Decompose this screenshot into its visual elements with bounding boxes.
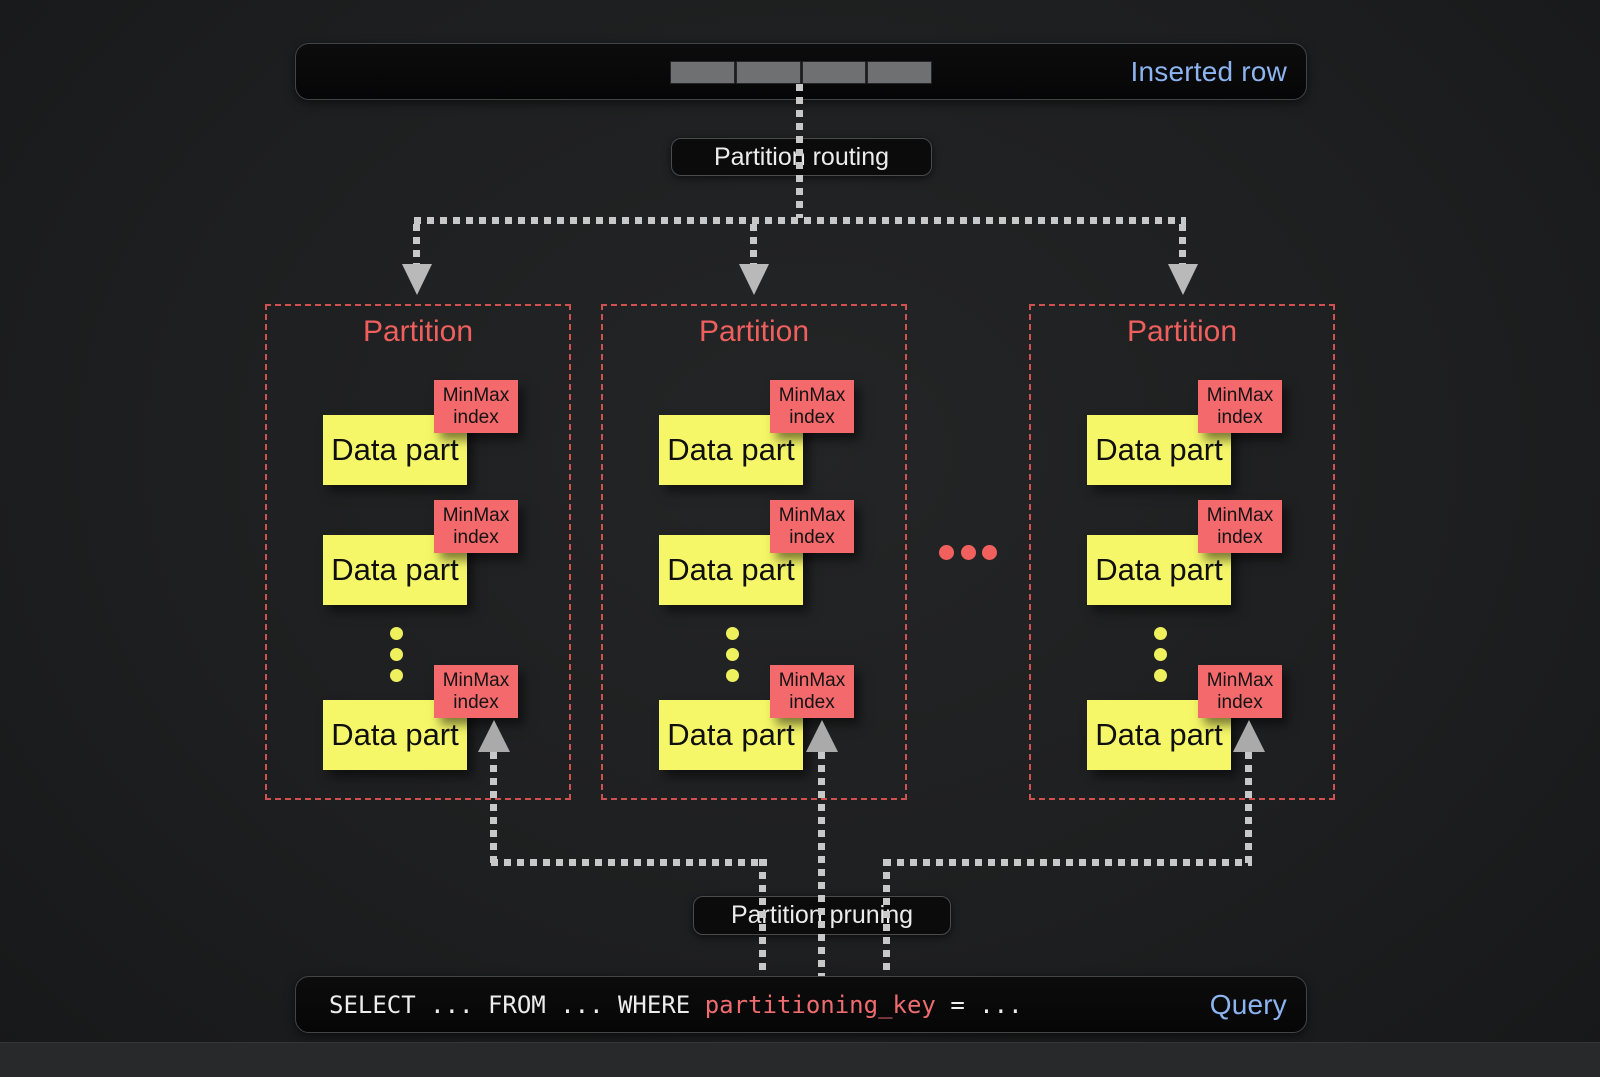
arrow-down-icon [402, 264, 432, 295]
pruning-line-left-upper [490, 752, 497, 866]
partition-title: Partition [362, 315, 474, 348]
minmax-index-box: MinMax index [1198, 665, 1282, 718]
partition-title: Partition [1126, 315, 1238, 348]
branch-stub-middle [750, 224, 757, 264]
vertical-ellipsis-dot [726, 648, 739, 661]
vertical-ellipsis-dot [390, 648, 403, 661]
horizontal-ellipsis-dot [961, 545, 976, 560]
minmax-index-box: MinMax index [770, 380, 854, 433]
arrow-up-icon [1233, 720, 1265, 752]
minmax-index-box: MinMax index [1198, 380, 1282, 433]
query-label: Query [1209, 988, 1287, 1020]
pruning-line-left-lower [759, 859, 766, 976]
minmax-index-box: MinMax index [770, 500, 854, 553]
partition-title: Partition [698, 315, 810, 348]
query-select-clause: SELECT ... FROM ... WHERE [329, 990, 705, 1019]
partitioning-key: partitioning_key [704, 990, 936, 1019]
inserted-row-panel: Inserted row [295, 43, 1307, 100]
vertical-ellipsis-dot [1154, 648, 1167, 661]
arrow-up-icon [478, 720, 510, 752]
row-segment-cell [670, 61, 735, 84]
branch-stub-left [413, 224, 420, 264]
bottom-edge-strip [0, 1042, 1600, 1077]
minmax-index-box: MinMax index [434, 380, 518, 433]
pruning-line-right-horizontal [884, 859, 1252, 866]
query-equals-clause: = ... [935, 990, 1023, 1019]
minmax-index-box: MinMax index [770, 665, 854, 718]
query-panel: SELECT ... FROM ... WHERE partitioning_k… [295, 976, 1307, 1033]
pruning-line-right-upper [1245, 752, 1252, 866]
vertical-ellipsis-dot [390, 669, 403, 682]
minmax-index-box: MinMax index [1198, 500, 1282, 553]
horizontal-ellipsis-dot [939, 545, 954, 560]
query-text: SELECT ... FROM ... WHERE partitioning_k… [329, 991, 1023, 1019]
pruning-line-left-horizontal [491, 859, 767, 866]
pruning-line-middle [818, 752, 825, 976]
horizontal-ellipsis-dot [982, 545, 997, 560]
vertical-ellipsis-dot [726, 627, 739, 640]
arrow-down-icon [1168, 264, 1198, 295]
data-part-box: Data part [1087, 535, 1231, 605]
data-part-box: Data part [659, 700, 803, 770]
arrow-down-icon [739, 264, 769, 295]
minmax-index-box: MinMax index [434, 500, 518, 553]
vertical-ellipsis-dot [1154, 669, 1167, 682]
branch-stub-right [1179, 224, 1186, 264]
vertical-ellipsis-dot [726, 669, 739, 682]
row-segment-cell [801, 61, 867, 84]
inserted-row-label: Inserted row [1130, 55, 1287, 87]
vertical-ellipsis-dot [1154, 627, 1167, 640]
row-segment-cell [867, 61, 932, 84]
routing-line [796, 84, 803, 218]
arrow-up-icon [806, 720, 838, 752]
minmax-index-box: MinMax index [434, 665, 518, 718]
row-segments-bar [670, 61, 932, 84]
row-segment-cell [735, 61, 801, 84]
vertical-ellipsis-dot [390, 627, 403, 640]
pruning-line-right-lower [883, 859, 890, 976]
branch-line [414, 217, 1186, 224]
